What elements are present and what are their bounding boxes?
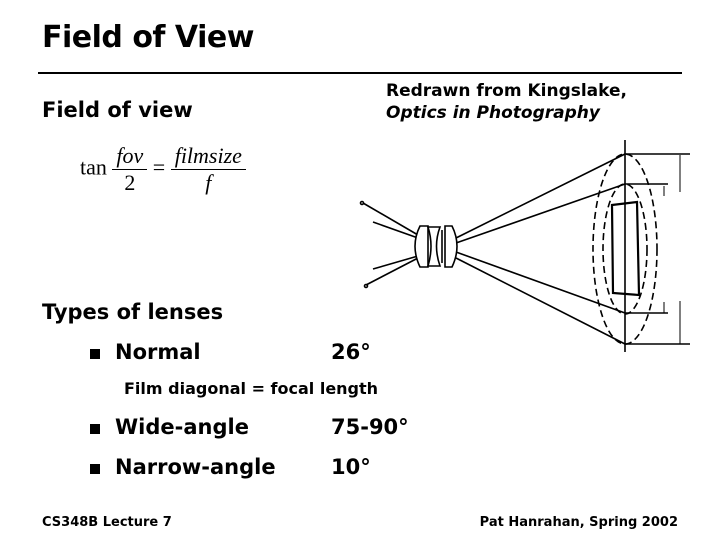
credit-line-1: Redrawn from Kingslake, — [386, 81, 627, 101]
title-divider — [38, 72, 682, 74]
lens-wide-angle: 75-90° — [331, 415, 409, 439]
footer-course: CS348B Lecture 7 — [42, 515, 172, 530]
credit-book-title: Optics in Photography — [386, 103, 600, 123]
formula-den-2: 2 — [124, 170, 136, 195]
lens-narrow-name: Narrow-angle — [115, 455, 276, 479]
bullet-icon — [90, 464, 100, 474]
slide-title: Field of View — [42, 20, 254, 55]
normal-lens-note: Film diagonal = focal length — [124, 379, 379, 398]
section-heading-lens-types: Types of lenses — [42, 300, 224, 324]
lens-narrow-angle: 10° — [331, 455, 371, 479]
formula-den-f: f — [205, 170, 212, 195]
bullet-icon — [90, 349, 100, 359]
lens-wide-name: Wide-angle — [115, 415, 249, 439]
section-heading-fov: Field of view — [42, 98, 193, 122]
formula-equals: = — [152, 154, 166, 180]
lens-normal-angle: 26° — [331, 340, 371, 364]
lens-normal-name: Normal — [115, 340, 201, 364]
formula-tan: tan — [80, 154, 107, 180]
formula-num-filmsize: filmsize — [170, 143, 246, 170]
credit-line-2: Optics in Photography — [386, 102, 627, 124]
figure-credit: Redrawn from Kingslake, Optics in Photog… — [386, 80, 627, 124]
footer-author: Pat Hanrahan, Spring 2002 — [479, 515, 678, 530]
formula-num-fov: fov — [112, 143, 148, 170]
bullet-icon — [90, 424, 100, 434]
